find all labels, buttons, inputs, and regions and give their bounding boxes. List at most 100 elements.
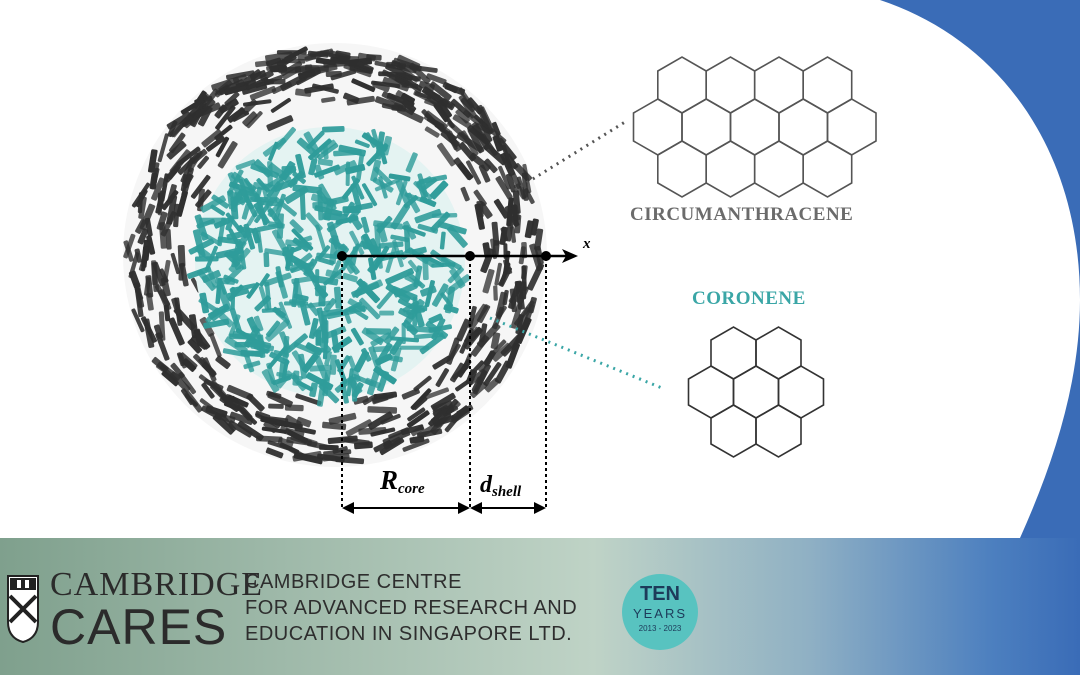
molecule-flake: [295, 153, 306, 179]
molecule-flake: [321, 314, 328, 342]
molecule-flake: [317, 245, 331, 261]
molecule-flake: [351, 78, 376, 93]
molecule-flake: [137, 228, 149, 245]
molecule-flake: [197, 188, 205, 212]
molecule-flake: [317, 158, 333, 167]
molecule-flake: [246, 111, 263, 129]
molecule-flake: [362, 394, 378, 406]
molecule-flake: [414, 208, 442, 224]
molecule-flake: [176, 146, 201, 167]
molecule-flake: [174, 297, 183, 326]
molecule-flake: [315, 224, 327, 252]
molecule-flake: [376, 222, 388, 243]
molecule-flake: [304, 48, 334, 62]
badge-years: YEARS: [632, 606, 688, 621]
callout-line-coronene: [489, 316, 663, 390]
coronene-label: CORONENE: [692, 288, 806, 309]
molecule-flake: [439, 231, 446, 250]
molecule-flake: [227, 169, 244, 195]
molecule-flake: [166, 140, 187, 160]
molecule-flake: [145, 292, 154, 311]
molecule-flake: [313, 164, 341, 178]
molecule-flake: [359, 297, 381, 320]
molecule-flake: [435, 368, 450, 388]
molecule-flake: [292, 171, 306, 184]
molecule-flake: [272, 306, 286, 319]
molecule-flake: [374, 353, 393, 366]
molecule-flake: [323, 298, 337, 313]
molecule-flake: [426, 73, 447, 85]
molecule-flake: [147, 149, 158, 173]
org-name-line-1: CAMBRIDGE CENTRE: [245, 571, 462, 593]
molecule-flake: [323, 325, 347, 340]
molecule-flake: [445, 274, 471, 296]
molecule-flake: [254, 74, 283, 89]
molecule-flake: [343, 309, 352, 324]
molecule-flake: [246, 282, 260, 299]
molecule-flake: [303, 131, 319, 153]
molecule-flake: [465, 160, 482, 185]
molecule-flake: [267, 440, 292, 451]
molecule-flake: [314, 284, 329, 299]
molecule-flake: [527, 262, 545, 291]
molecule-flake: [265, 319, 290, 342]
molecule-flake: [349, 230, 365, 255]
molecule-flake: [411, 246, 427, 256]
molecule-flake: [398, 307, 415, 320]
molecule-flake: [255, 413, 281, 429]
molecule-flake: [428, 313, 443, 324]
molecule-flake: [390, 234, 410, 243]
molecule-flake: [447, 266, 464, 284]
aromatic-ring: [705, 56, 756, 114]
molecule-flake: [273, 349, 290, 358]
logo-cambridge: CAMBRIDGE: [50, 566, 264, 603]
molecule-flake: [495, 175, 513, 200]
molecule-flake: [263, 420, 278, 434]
molecule-flake: [305, 342, 323, 356]
molecule-flake: [360, 216, 370, 234]
molecule-flake: [459, 328, 474, 354]
molecule-flake: [263, 272, 292, 287]
molecule-flake: [215, 136, 230, 158]
molecule-flake: [266, 115, 294, 132]
molecule-flake: [261, 369, 280, 393]
molecule-flake: [469, 360, 485, 376]
molecule-flake: [482, 268, 495, 294]
molecule-flake: [229, 395, 253, 421]
molecule-flake: [305, 300, 331, 309]
molecule-flake: [494, 360, 511, 384]
molecule-flake: [382, 429, 411, 446]
molecule-flake: [177, 244, 186, 267]
molecule-flake: [497, 137, 517, 161]
r-core-label: Rcore: [380, 465, 425, 498]
aromatic-ring: [705, 140, 756, 198]
molecule-flake: [328, 412, 357, 425]
molecule-flake: [410, 388, 432, 410]
molecule-flake: [242, 84, 268, 95]
molecule-flake: [333, 160, 357, 176]
molecule-flake: [276, 213, 284, 239]
molecule-flake: [164, 165, 181, 183]
molecule-flake: [146, 235, 156, 255]
molecule-flake: [388, 173, 411, 182]
molecule-flake: [456, 404, 474, 417]
molecule-flake: [402, 319, 419, 336]
molecule-flake: [196, 218, 215, 229]
molecule-flake: [492, 240, 500, 257]
molecule-flake: [354, 441, 373, 450]
molecule-flake: [380, 413, 401, 425]
molecule-flake: [275, 126, 296, 150]
molecule-flake: [402, 438, 430, 452]
molecule-flake: [165, 229, 172, 250]
molecule-flake: [268, 403, 284, 409]
molecule-flake: [289, 372, 307, 392]
molecule-flake: [166, 111, 192, 130]
origin-dot: [337, 251, 347, 261]
molecule-flake: [206, 136, 226, 152]
molecule-flake: [391, 286, 418, 302]
molecule-flake: [338, 144, 366, 157]
molecule-flake: [289, 298, 307, 304]
molecule-flake: [483, 350, 496, 367]
molecule-flake: [493, 285, 498, 301]
molecule-flake: [432, 283, 449, 307]
